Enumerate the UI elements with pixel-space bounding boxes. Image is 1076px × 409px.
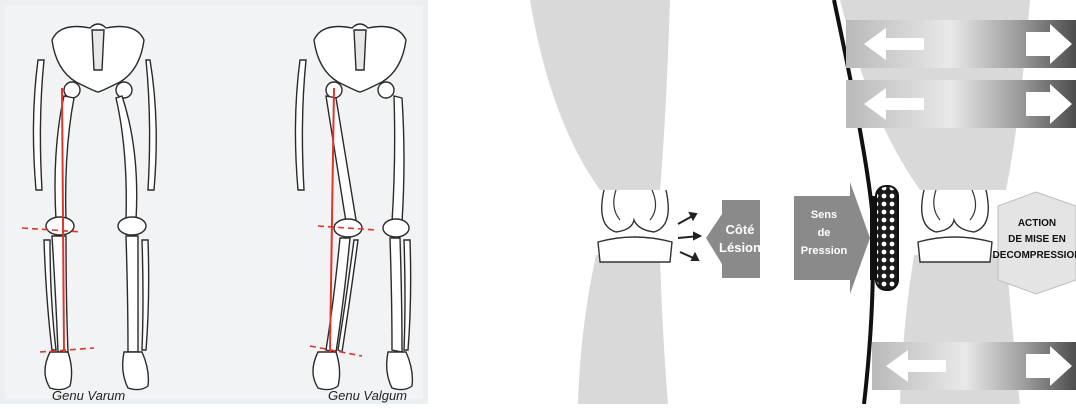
sens-de-pression-arrow: Sens de Pression bbox=[794, 182, 870, 294]
knee-brace-panel: Côté Lésion Sens de Pression bbox=[520, 0, 1076, 404]
action-label-line2: DE MISE EN bbox=[1008, 234, 1066, 245]
lesion-label-line1: Côté bbox=[726, 222, 755, 237]
pression-label-line2: de bbox=[818, 227, 831, 239]
action-label-line1: ACTION bbox=[1018, 218, 1056, 229]
pression-label-line3: Pression bbox=[801, 245, 848, 257]
brace-strap-bottom bbox=[872, 342, 1076, 390]
cote-lesion-arrow: Côté Lésion bbox=[706, 200, 761, 278]
caption-genu-varum: Genu Varum bbox=[52, 388, 125, 403]
knee-brace-svg: Côté Lésion Sens de Pression bbox=[520, 0, 1076, 404]
brace-strap-second bbox=[846, 80, 1076, 128]
pression-label-line1: Sens bbox=[811, 209, 837, 221]
skeleton-illustration-panel: Genu Varum Genu Valgum bbox=[0, 0, 428, 404]
knee-lesion-side bbox=[530, 0, 700, 404]
skeletons-svg: Genu Varum Genu Valgum bbox=[0, 0, 428, 404]
action-label-line3: DECOMPRESSION bbox=[993, 250, 1076, 261]
decompression-action-arrow: ACTION DE MISE EN DECOMPRESSION bbox=[993, 192, 1076, 294]
brace-strap-top bbox=[846, 20, 1076, 68]
lesion-label-line2: Lésion bbox=[719, 240, 761, 255]
caption-genu-valgum: Genu Valgum bbox=[328, 388, 407, 403]
